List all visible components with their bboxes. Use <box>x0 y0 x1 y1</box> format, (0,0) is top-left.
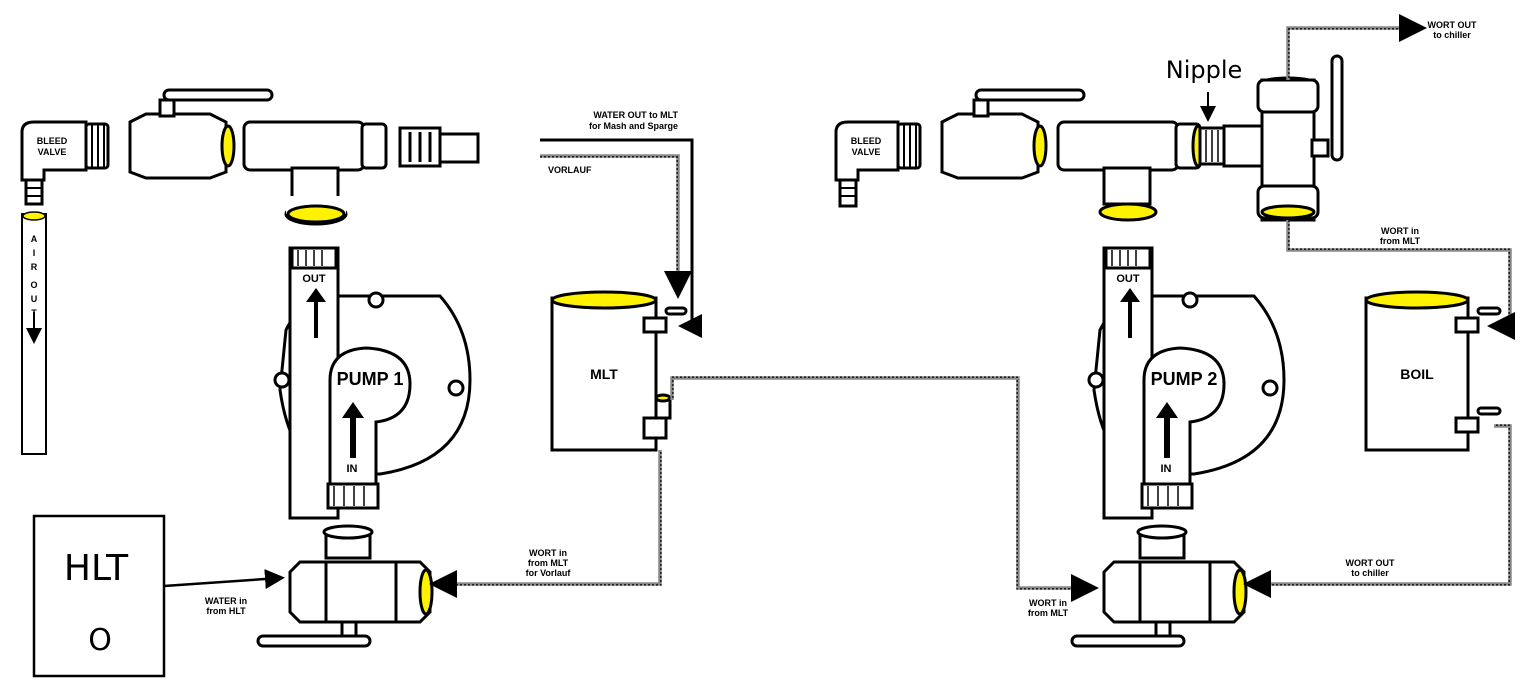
tee-fitting-left <box>242 120 388 226</box>
bleed-valve-right <box>834 120 922 208</box>
pump-2-out-arrow-icon <box>1120 288 1140 338</box>
wort-in-mlt-p2-label-1: WORT in <box>1029 598 1067 608</box>
wort-in-mlt-top-label-1: WORT in <box>1381 226 1419 236</box>
inlet-valve-right <box>1070 524 1248 648</box>
air-out-letter-o: O <box>30 280 37 290</box>
water-in-line <box>163 569 285 590</box>
wort-out-chiller-bot-label-1: WORT OUT <box>1346 558 1395 568</box>
wort-in-vorlauf-label-1: WORT in <box>529 548 567 558</box>
pump-1-out-label: OUT <box>302 273 326 285</box>
wort-out-chiller-top-label-2: to chiller <box>1433 30 1471 40</box>
boil-label: BOIL <box>1400 366 1434 382</box>
water-out-to-mlt-line <box>540 138 702 338</box>
pump-1 <box>273 246 472 520</box>
wort-out-chiller-bot-label-2: to chiller <box>1351 568 1389 578</box>
nipple-label: Nipple <box>1166 56 1243 84</box>
hlt-mark: O <box>88 623 112 658</box>
wort-in-mlt-top-label-2: from MLT <box>1380 236 1421 246</box>
air-out-letter-u: U <box>31 294 38 304</box>
bleed-valve-label-right-2: VALVE <box>852 147 881 157</box>
boil-vessel <box>1364 290 1502 452</box>
bleed-valve-label-left-2: VALVE <box>38 147 67 157</box>
air-out-letter-r: R <box>31 262 38 272</box>
ball-valve-right <box>940 88 1086 180</box>
mlt-to-pump-2-line <box>670 376 1099 602</box>
pump-1-label: PUMP 1 <box>337 369 404 389</box>
wort-out-chiller-top-label-1: WORT OUT <box>1428 20 1477 30</box>
hose-barb-left <box>398 126 480 168</box>
wort-out-chiller-top-line <box>1286 14 1427 80</box>
water-out-label-1: WATER OUT to MLT <box>593 110 678 120</box>
pump-1-in-label: IN <box>347 463 358 475</box>
water-out-label-2: for Mash and Sparge <box>589 121 678 131</box>
wort-in-mlt-p2-label-2: from MLT <box>1028 608 1069 618</box>
pump-2-label: PUMP 2 <box>1151 369 1218 389</box>
wort-out-chiller-bot-line <box>1243 424 1512 598</box>
hlt-label: HLT <box>64 548 129 589</box>
nipple-fitting <box>1198 126 1226 166</box>
air-out-letter-a: A <box>31 234 38 244</box>
vorlauf-label: VORLAUF <box>548 165 592 175</box>
water-in-label-2: from HLT <box>206 606 246 616</box>
wort-in-vorlauf-label-2: from MLT <box>528 558 569 568</box>
ball-valve-left <box>128 88 274 180</box>
inlet-valve-left <box>256 524 434 648</box>
water-in-label-1: WATER in <box>205 596 247 606</box>
pump-1-out-arrow-icon <box>306 288 326 338</box>
pump-2-out-label: OUT <box>1116 273 1140 285</box>
vorlauf-line <box>540 154 692 299</box>
bleed-valve-label-left-1: BLEED <box>37 136 68 146</box>
pump-2-in-label: IN <box>1161 463 1172 475</box>
pump-2-in-arrow-icon <box>1156 402 1178 458</box>
air-out-letter-t: T <box>31 308 37 318</box>
pump-1-in-arrow-icon <box>342 402 364 458</box>
wort-in-vorlauf-label-3: for Vorlauf <box>526 568 572 578</box>
mlt-vessel <box>550 290 688 452</box>
wort-in-vorlauf-line <box>429 450 662 598</box>
wort-in-boil-line <box>1286 220 1515 340</box>
air-out-letter-i: I <box>33 248 36 258</box>
bleed-valve-label-right-1: BLEED <box>851 136 882 146</box>
mlt-label: MLT <box>590 366 618 382</box>
air-out-tube <box>21 211 47 455</box>
tee-fitting-right <box>1056 120 1205 222</box>
bleed-valve-left <box>20 120 110 206</box>
hlt-vessel <box>32 514 166 678</box>
